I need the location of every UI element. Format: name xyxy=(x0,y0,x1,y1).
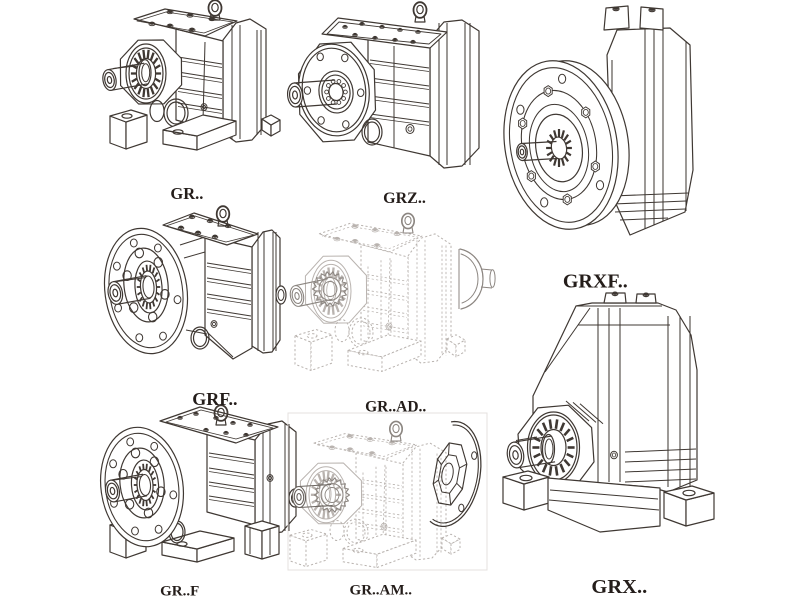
svg-text:GR..: GR.. xyxy=(170,184,203,203)
svg-text:GRZ..: GRZ.. xyxy=(383,190,426,207)
svg-text:GRF..: GRF.. xyxy=(192,389,237,409)
svg-text:GR..F: GR..F xyxy=(160,584,199,600)
svg-text:GR..AM..: GR..AM.. xyxy=(350,583,413,599)
svg-text:GRX..: GRX.. xyxy=(591,576,647,598)
svg-text:GRXF..: GRXF.. xyxy=(563,271,628,293)
svg-text:GR..AD..: GR..AD.. xyxy=(365,399,426,416)
